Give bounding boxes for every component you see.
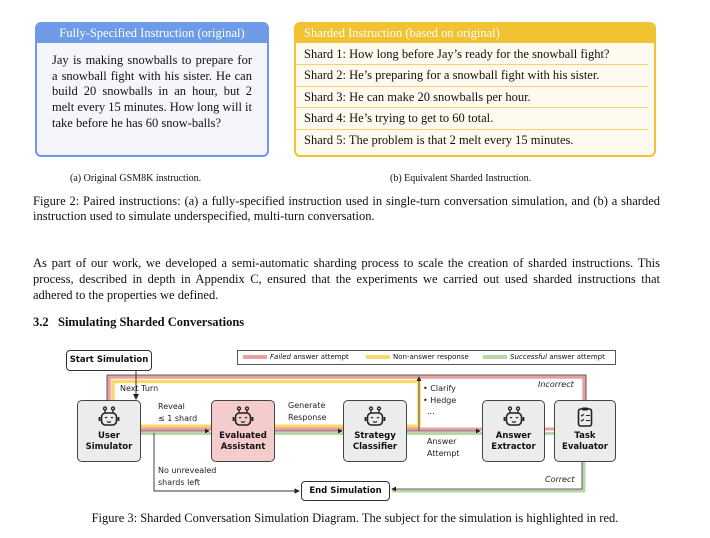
fully-specified-text: Jay is making snowballs to prepare for a…: [52, 53, 252, 130]
shard-item: Shard 3: He can make 20 snowballs per ho…: [296, 87, 648, 109]
non-answer-swatch: [366, 355, 390, 359]
legend: Failed answer attempt Non-answer respons…: [237, 350, 616, 365]
next-turn-label: Next Turn: [120, 384, 159, 393]
correct-line: [392, 462, 586, 493]
node-label: User: [98, 431, 120, 441]
sharded-instruction-box: Sharded Instruction (based on original) …: [294, 22, 656, 157]
success-swatch: [483, 355, 507, 359]
shard-item: Shard 4: He’s trying to get to 60 total.: [296, 108, 648, 130]
node-label: Task: [574, 431, 596, 441]
fully-specified-title: Fully-Specified Instruction (original): [37, 24, 267, 43]
node-label: Evaluator: [562, 441, 608, 452]
generate-line: Generate: [288, 401, 326, 410]
answer-extractor-node: Answer Extractor: [482, 400, 545, 462]
answer-attempt-label: Answer Attempt: [427, 436, 460, 459]
robot-icon: [212, 406, 274, 428]
incorrect-loop-line: [107, 375, 586, 400]
figure3-caption: Figure 3: Sharded Conversation Simulatio…: [91, 511, 619, 525]
robot-icon: [483, 406, 544, 428]
generate-response-label: Generate Response: [288, 400, 326, 423]
legend-failed-em: Failed: [270, 353, 291, 361]
shard-item: Shard 5: The problem is that 2 melt ever…: [304, 132, 574, 147]
failed-swatch: [243, 355, 267, 359]
figure2-caption: Figure 2: Paired instructions: (a) a ful…: [33, 194, 660, 223]
legend-success: answer attempt: [547, 353, 605, 361]
no-unrevealed-line: shards left: [158, 477, 201, 487]
strategy-item: ...: [427, 407, 435, 416]
user-simulator-node: User Simulator: [77, 400, 141, 462]
correct-label: Correct: [545, 475, 575, 484]
end-simulation-node: End Simulation: [301, 481, 390, 501]
robot-icon: [78, 406, 140, 428]
legend-non-answer: Non-answer response: [393, 353, 469, 361]
strategy-item: • Hedge: [423, 395, 457, 405]
reveal-label: Reveal ≤ 1 shard: [158, 401, 197, 424]
node-label: Simulator: [85, 441, 133, 452]
no-unrevealed-label: No unrevealed shards left: [158, 465, 216, 488]
subcaption-b: (b) Equivalent Sharded Instruction.: [390, 173, 532, 184]
node-label: Evaluated: [219, 431, 267, 441]
no-unrevealed-line: No unrevealed: [158, 466, 217, 475]
legend-success-em: Successful: [510, 353, 548, 361]
start-simulation-node: Start Simulation: [66, 350, 152, 371]
reveal-line: Reveal: [158, 402, 185, 411]
task-evaluator-node: Task Evaluator: [554, 400, 616, 462]
legend-failed: answer attempt: [290, 353, 349, 361]
shard-item: Shard 2: He’s preparing for a snowball f…: [296, 65, 648, 87]
reveal-line: ≤ 1 shard: [158, 413, 198, 423]
node-label: Assistant: [220, 441, 266, 452]
clipboard-checklist-icon: [555, 406, 615, 428]
incorrect-label: Incorrect: [538, 380, 574, 389]
answer-attempt-line: Attempt: [427, 448, 460, 458]
section-heading: 3.2 Simulating Sharded Conversations: [33, 315, 245, 329]
node-label: Extractor: [491, 441, 536, 452]
robot-icon: [344, 406, 406, 428]
answer-attempt-line: Answer: [427, 437, 457, 446]
node-label: Answer: [495, 431, 532, 441]
node-label: Strategy: [354, 431, 396, 441]
body-paragraph: As part of our work, we developed a semi…: [33, 256, 660, 302]
subcaption-a: (a) Original GSM8K instruction.: [70, 173, 202, 184]
strategies-label: • Clarify • Hedge ...: [423, 383, 456, 418]
strategy-item: • Clarify: [423, 384, 456, 393]
sharded-title: Sharded Instruction (based on original): [296, 24, 654, 43]
node-label: Classifier: [352, 441, 398, 452]
generate-line: Response: [288, 412, 327, 422]
strategy-classifier-node: Strategy Classifier: [343, 400, 407, 462]
evaluated-assistant-node: Evaluated Assistant: [211, 400, 275, 462]
fully-specified-instruction-box: Fully-Specified Instruction (original) J…: [35, 22, 269, 157]
shard-item: Shard 1: How long before Jay’s ready for…: [296, 44, 648, 66]
